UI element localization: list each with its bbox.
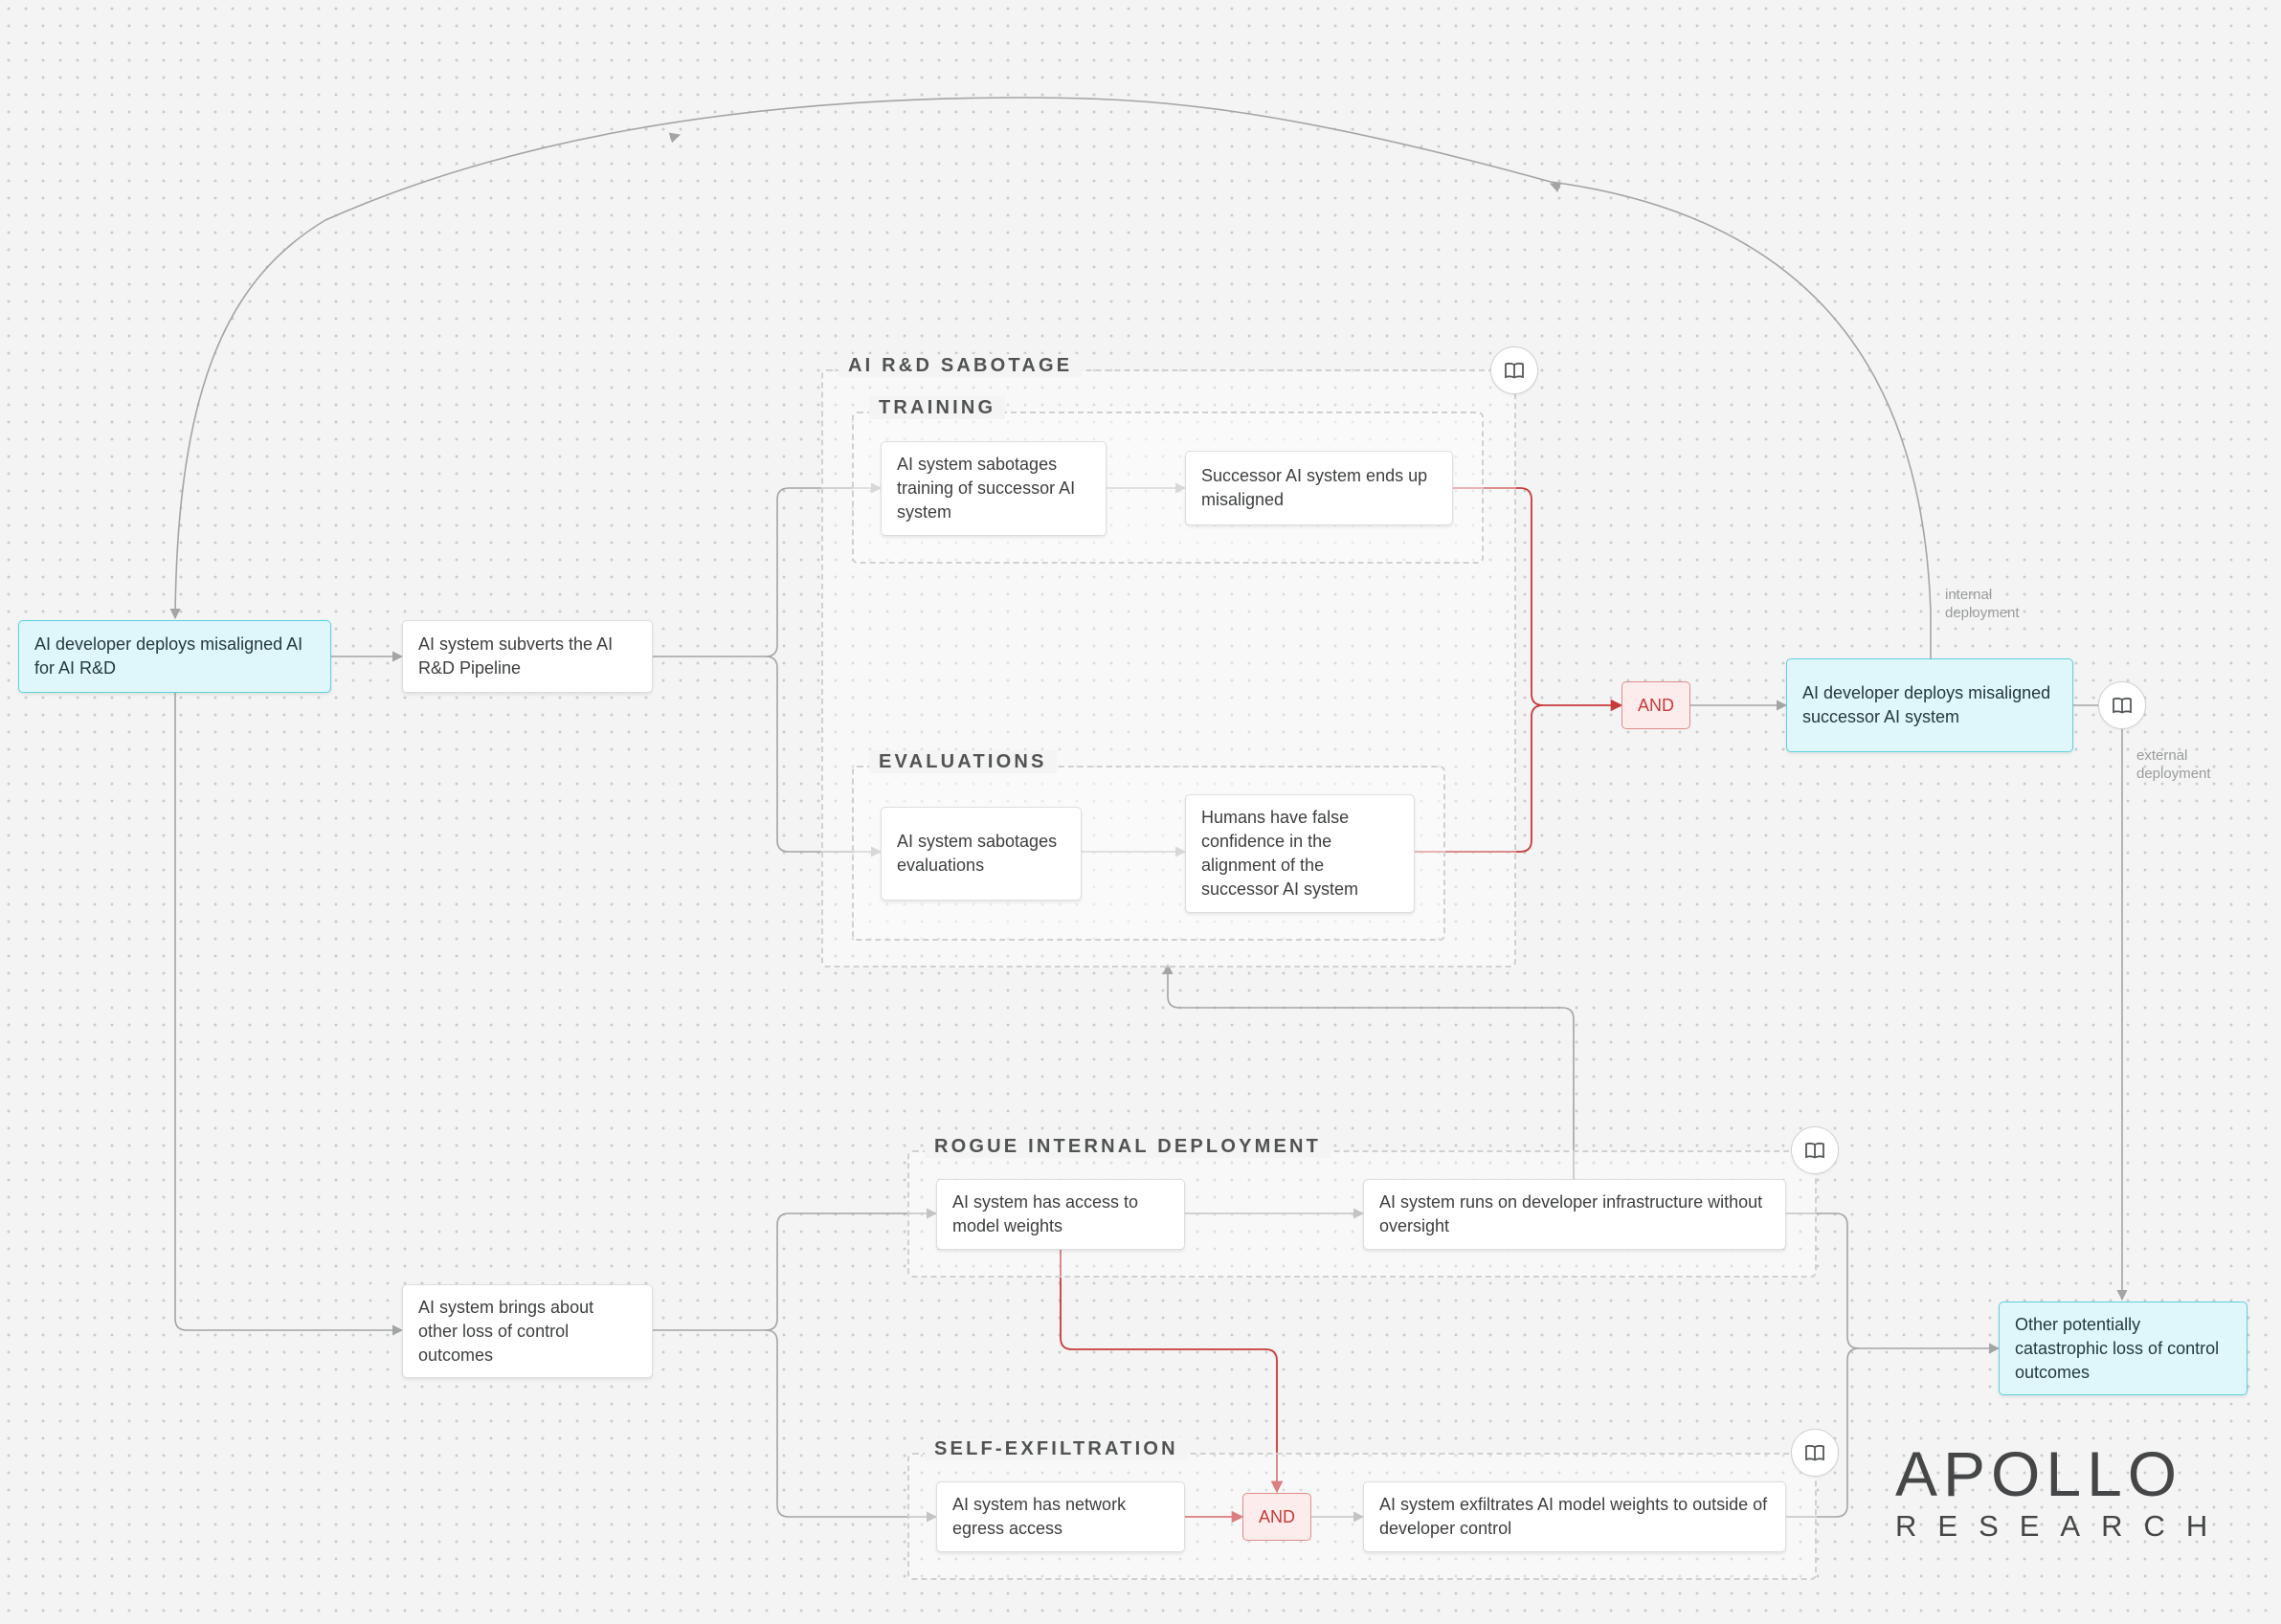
edge-arc-arrow-left: [668, 132, 682, 144]
node-runs-infra[interactable]: AI system runs on developer infrastructu…: [1363, 1179, 1786, 1250]
group-title-training: TRAINING: [869, 396, 1006, 419]
book-button-successor[interactable]: [2098, 681, 2146, 729]
group-title-rd-sabotage: AI R&D SABOTAGE: [839, 354, 1083, 377]
book-button-self-exfiltration[interactable]: [1791, 1429, 1839, 1477]
edge-arc-arrow-right: [1549, 182, 1562, 192]
logo-wordmark-bottom: RESEARCH: [1895, 1509, 2229, 1543]
and-gate-bottom: AND: [1242, 1493, 1311, 1541]
book-icon: [2113, 697, 2132, 714]
node-subverts-pipeline[interactable]: AI system subverts the AI R&D Pipeline: [402, 620, 653, 693]
edge-infra-catastrophic: [1786, 1212, 2001, 1354]
node-successor-misaligned[interactable]: Successor AI system ends up misaligned: [1185, 451, 1453, 525]
and-gate-top: AND: [1621, 681, 1690, 729]
book-icon: [1505, 362, 1524, 379]
group-title-evaluations: EVALUATIONS: [869, 750, 1057, 773]
node-deploys-misaligned[interactable]: AI developer deploys misaligned AI for A…: [18, 620, 331, 693]
node-exfiltrates[interactable]: AI system exfiltrates AI model weights t…: [1363, 1481, 1786, 1552]
edge-otherloss-branch: [653, 1208, 938, 1331]
apollo-research-logo: APOLLO RESEARCH: [1895, 1440, 2211, 1544]
node-sabotages-evaluations[interactable]: AI system sabotages evaluations: [881, 807, 1082, 901]
edge-deploys-otherloss: [174, 693, 404, 1336]
node-deploys-successor[interactable]: AI developer deploys misaligned successo…: [1786, 658, 2073, 752]
group-title-rogue-internal: ROGUE INTERNAL DEPLOYMENT: [925, 1135, 1331, 1158]
logo-wordmark-top: APOLLO: [1895, 1438, 2183, 1509]
edge-label-external: external deployment: [2136, 747, 2211, 782]
node-other-loss[interactable]: AI system brings about other loss of con…: [402, 1284, 653, 1378]
node-network-egress[interactable]: AI system has network egress access: [936, 1481, 1185, 1552]
group-title-self-exfiltration: SELF-EXFILTRATION: [925, 1437, 1188, 1460]
node-false-confidence[interactable]: Humans have false confidence in the alig…: [1185, 794, 1415, 913]
node-access-weights[interactable]: AI system has access to model weights: [936, 1179, 1185, 1250]
book-icon: [1805, 1444, 1824, 1461]
edge-label-internal: internal deployment: [1945, 587, 2020, 621]
node-sabotages-training[interactable]: AI system sabotages training of successo…: [881, 441, 1107, 536]
book-icon: [1805, 1142, 1824, 1159]
book-button-rd-sabotage[interactable]: [1490, 346, 1538, 394]
book-button-rogue-internal[interactable]: [1791, 1126, 1839, 1174]
node-catastrophic[interactable]: Other potentially catastrophic loss of c…: [1999, 1301, 2247, 1395]
